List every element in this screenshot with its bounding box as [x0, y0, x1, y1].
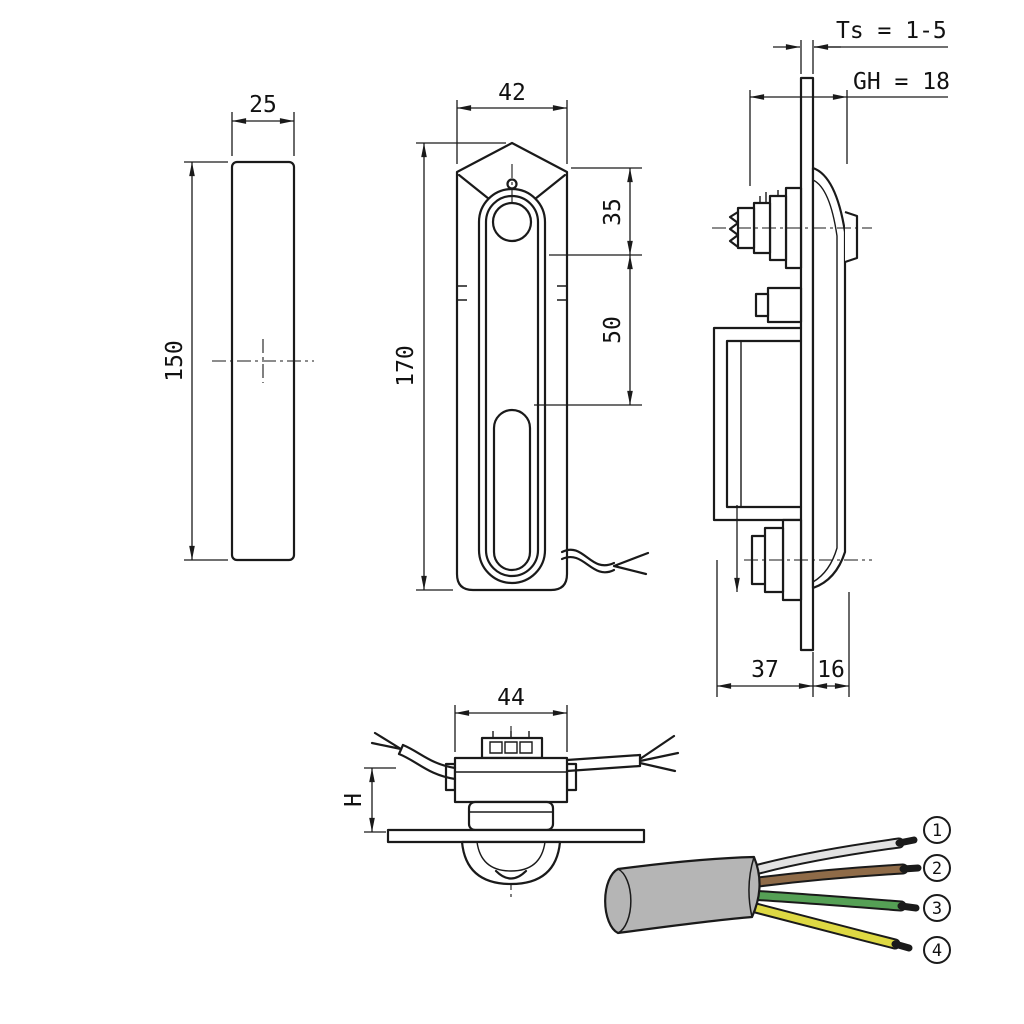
- right-cable: [565, 734, 680, 773]
- callout-1: 1: [923, 816, 951, 844]
- cable-jacket: [604, 855, 761, 935]
- rear-bracket: [712, 326, 803, 522]
- view-side-plate: 25 150: [162, 92, 314, 562]
- callout-4-number: 4: [932, 941, 942, 961]
- dim-grip-height: GH = 18: [853, 69, 950, 95]
- dim-front-height: 170: [393, 345, 419, 387]
- flange: [386, 828, 646, 844]
- dim-plate-width: 25: [249, 92, 277, 118]
- dim-depth-front: 16: [817, 657, 845, 683]
- callout-4: 4: [923, 936, 951, 964]
- finger-recess: [492, 408, 532, 572]
- wire-2: [744, 863, 922, 889]
- dim-lock-offset: 35: [600, 198, 626, 226]
- wire-1: [742, 836, 918, 878]
- dim-depth-rear: 37: [751, 657, 779, 683]
- handle-inner: [484, 194, 540, 578]
- lock-body-top: [453, 756, 569, 804]
- view-top: 44 H: [341, 685, 680, 900]
- callout-1-number: 1: [932, 821, 942, 841]
- front-escutcheon-profile: [811, 166, 859, 590]
- view-profile: Ts = 1-5 GH = 18 37 16: [712, 18, 950, 697]
- panel: [799, 76, 815, 652]
- switch-wire: [560, 548, 650, 576]
- dim-panel-thickness: Ts = 1-5: [836, 18, 947, 44]
- callout-3: 3: [923, 894, 951, 922]
- view-front: 42 170 35 50: [393, 80, 650, 592]
- dim-front-width: 42: [498, 80, 526, 106]
- left-cable: [370, 731, 457, 781]
- wire-3: [744, 889, 920, 912]
- cable-detail: 1 2 3 4: [604, 816, 951, 964]
- dim-handle-offset: 50: [600, 316, 626, 344]
- callout-3-number: 3: [932, 899, 942, 919]
- dim-plate-height: 150: [162, 340, 188, 382]
- dim-insert-height: H: [341, 793, 367, 807]
- terminal-block: [480, 736, 544, 760]
- dim-top-width: 44: [497, 685, 525, 711]
- callout-2: 2: [923, 854, 951, 882]
- wire-4: [742, 900, 913, 952]
- callout-2-number: 2: [932, 859, 942, 879]
- handle-dome: [460, 840, 562, 886]
